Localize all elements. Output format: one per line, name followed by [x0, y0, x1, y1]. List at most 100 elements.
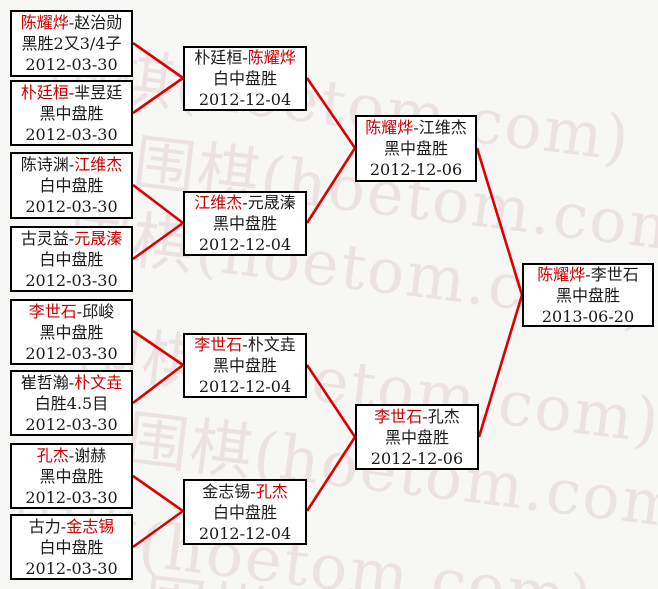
player2-name: 赵治勋 [74, 13, 123, 32]
vs-dash: - [68, 372, 75, 392]
match-result: 黑中盘胜 [212, 356, 277, 375]
match-r2-2: 江维杰-元晟溱 黑中盘胜 2012-12-04 [183, 191, 307, 256]
player1-name: 古力 [28, 516, 61, 536]
match-result: 黑中盘胜 [384, 427, 449, 447]
match-sf-1: 陈耀烨-江维杰 黑中盘胜 2012-12-06 [355, 115, 477, 182]
match-result: 白中盘胜 [39, 537, 104, 557]
player2-name: 芈昱廷 [74, 82, 123, 102]
match-date: 2012-03-30 [25, 558, 118, 578]
player1-name: 李世石 [374, 406, 423, 426]
player1-name: 陈诗渊 [20, 155, 69, 174]
match-players: 陈耀烨-赵治勋 [12, 12, 131, 33]
match-players: 古灵益-元晟溱 [12, 228, 131, 249]
match-result: 白中盘胜 [212, 69, 277, 88]
vs-dash: - [68, 228, 75, 248]
connector-line [305, 364, 357, 438]
player2-name: 元晟溱 [74, 228, 123, 248]
vs-dash: - [250, 481, 256, 501]
player2-name: 江维杰 [74, 155, 123, 174]
player2-name: 孔杰 [427, 406, 460, 426]
connector-line [305, 77, 357, 149]
match-result: 黑中盘胜 [39, 466, 104, 486]
player1-name: 朴廷桓 [20, 82, 69, 102]
player2-name: 朴文垚 [247, 335, 296, 354]
match-date: 2012-12-06 [370, 448, 464, 468]
player1-name: 孔杰 [36, 445, 69, 465]
connector-line [132, 41, 184, 80]
match-date: 2012-03-30 [25, 197, 118, 216]
vs-dash: - [413, 118, 419, 137]
match-r1-5: 李世石-邱峻 黑中盘胜 2012-03-30 [10, 299, 133, 365]
vs-dash: - [68, 13, 75, 32]
match-result: 黑中盘胜 [555, 285, 620, 305]
player2-name: 元晟溱 [247, 193, 296, 212]
match-players: 古力-金志锡 [12, 516, 131, 537]
connector-line [477, 294, 524, 438]
match-date: 2012-03-30 [25, 270, 118, 290]
connector-line [132, 221, 184, 261]
player2-name: 金志锡 [66, 516, 115, 536]
match-date: 2012-12-04 [198, 90, 292, 109]
match-r1-6: 崔哲瀚-朴文垚 白胜4.5目 2012-03-30 [10, 370, 133, 436]
connector-line [132, 474, 184, 513]
vs-dash: - [60, 516, 67, 536]
match-date: 2012-12-04 [198, 235, 292, 254]
match-result: 黑中盘胜 [39, 322, 104, 342]
match-players: 陈耀烨-江维杰 [357, 117, 475, 138]
match-players: 李世石-朴文垚 [185, 334, 305, 355]
match-players: 朴廷桓-芈昱廷 [12, 82, 131, 103]
match-date: 2012-03-30 [25, 487, 118, 507]
vs-dash: - [76, 301, 83, 321]
match-r1-8: 古力-金志锡 白中盘胜 2012-03-30 [10, 514, 133, 580]
match-result: 白中盘胜 [212, 502, 277, 522]
connector-line [132, 76, 184, 115]
connector-line [132, 329, 184, 367]
match-players: 金志锡-孔杰 [185, 481, 305, 502]
match-players: 朴廷桓-陈耀烨 [185, 47, 305, 68]
player2-name: 李世石 [590, 264, 639, 284]
match-date: 2012-03-30 [25, 414, 118, 434]
match-r2-1: 朴廷桓-陈耀烨 白中盘胜 2012-12-04 [183, 46, 307, 111]
connector-line [132, 509, 184, 549]
match-date: 2012-03-30 [25, 343, 118, 363]
match-result: 黑胜2又3/4子 [21, 34, 122, 53]
match-players: 陈诗渊-江维杰 [12, 154, 131, 175]
match-players: 孔杰-谢赫 [12, 445, 131, 466]
connector-line [475, 147, 524, 296]
match-players: 江维杰-元晟溱 [185, 192, 305, 213]
vs-dash: - [68, 155, 75, 174]
match-date: 2012-03-30 [25, 124, 118, 144]
player1-name: 陈耀烨 [365, 118, 414, 137]
match-date: 2012-03-30 [25, 55, 118, 74]
match-players: 陈耀烨-李世石 [524, 264, 652, 285]
player2-name: 孔杰 [255, 481, 288, 501]
match-r2-3: 李世石-朴文垚 黑中盘胜 2012-12-04 [183, 333, 307, 398]
match-date: 2012-12-04 [198, 377, 292, 396]
connector-line [305, 436, 357, 512]
match-final: 陈耀烨-李世石 黑中盘胜 2013-06-20 [522, 263, 654, 327]
match-r1-2: 朴廷桓-芈昱廷 黑中盘胜 2012-03-30 [10, 80, 133, 146]
connector-line [132, 183, 184, 225]
vs-dash: - [242, 335, 248, 354]
player2-name: 江维杰 [418, 118, 467, 137]
match-sf-2: 李世石-孔杰 黑中盘胜 2012-12-06 [355, 404, 479, 470]
player2-name: 谢赫 [74, 445, 107, 465]
match-date: 2012-12-06 [369, 160, 463, 179]
connector-line [305, 147, 357, 224]
connector-line [132, 363, 184, 405]
vs-dash: - [242, 48, 248, 67]
vs-dash: - [242, 193, 248, 212]
match-result: 黑中盘胜 [39, 103, 104, 123]
match-r1-4: 古灵益-元晟溱 白中盘胜 2012-03-30 [10, 226, 133, 292]
player1-name: 李世石 [28, 301, 77, 321]
player1-name: 江维杰 [194, 193, 243, 212]
match-r1-3: 陈诗渊-江维杰 白中盘胜 2012-03-30 [10, 152, 133, 219]
player1-name: 古灵益 [20, 228, 69, 248]
match-players: 李世石-孔杰 [357, 406, 477, 427]
match-date: 2012-12-04 [198, 523, 292, 543]
match-players: 崔哲瀚-朴文垚 [12, 372, 131, 393]
match-date: 2013-06-20 [541, 306, 635, 326]
match-r1-1: 陈耀烨-赵治勋 黑胜2又3/4子 2012-03-30 [10, 10, 133, 77]
